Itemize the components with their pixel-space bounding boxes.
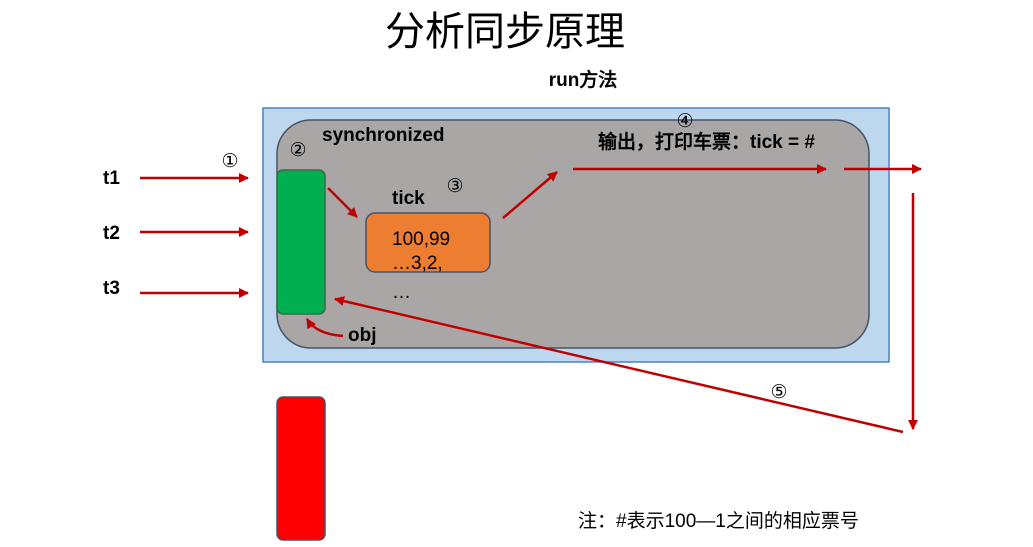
tick-label: tick [392, 188, 425, 209]
step-4-marker: ④ [676, 111, 693, 132]
arrow-obj-to-lock [305, 318, 344, 338]
flow-arrows [140, 164, 922, 434]
run-method-label: run方法 [549, 68, 618, 91]
lock-block-green [276, 169, 326, 315]
tick-value-box [365, 212, 491, 273]
synchronized-label: synchronized [322, 125, 444, 146]
step-2-marker: ② [289, 140, 306, 161]
tick-value-line-2: …3,2, [392, 253, 443, 274]
tick-value-line-3: … [392, 282, 411, 303]
output-label: 输出，打印车票：tick = # [598, 130, 815, 153]
thread-label-t3: t3 [103, 278, 120, 299]
step-3-marker: ③ [446, 176, 463, 197]
step-1-marker: ① [221, 151, 238, 172]
thread-label-t2: t2 [103, 223, 120, 244]
step-5-marker: ⑤ [770, 382, 787, 403]
tick-value-line-1: 100,99 [392, 229, 450, 250]
thread-label-t1: t1 [103, 168, 120, 189]
arrow-lock-to-tick [327, 187, 358, 218]
footnote: 注：#表示100—1之间的相应票号 [578, 510, 859, 532]
waiting-block-red [276, 396, 326, 541]
lock-object-label: obj [348, 325, 377, 346]
page-title: 分析同步原理 [385, 10, 625, 54]
arrow-release-lock [334, 296, 904, 434]
arrow-tick-to-output [502, 171, 558, 219]
